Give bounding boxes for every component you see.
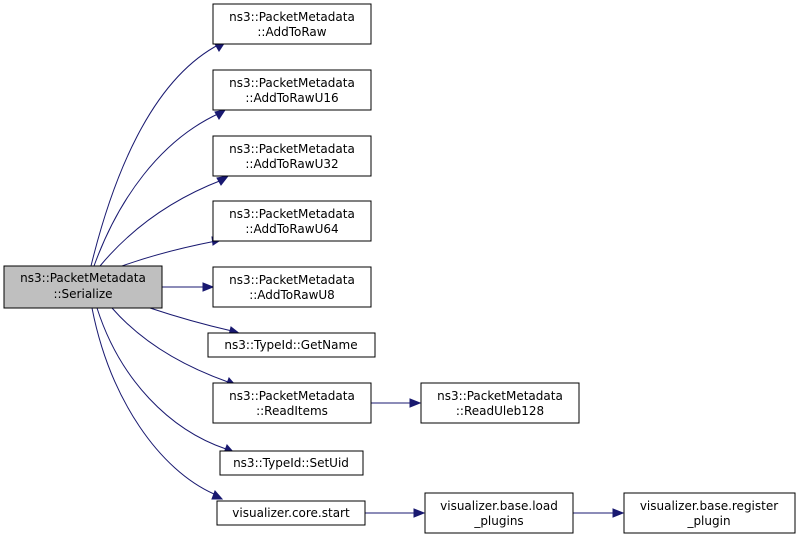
edge-serialize-getname (149, 307, 233, 332)
edge-serialize-addtoraw (90, 43, 221, 267)
edge-serialize-addtorawu32 (99, 179, 223, 267)
node-addtorawu64-line-2: ::AddToRawU64 (245, 222, 338, 236)
node-loadplugins[interactable]: visualizer.base.load _plugins (424, 492, 574, 534)
edge-serialize-setuid (96, 307, 227, 450)
node-serialize[interactable]: ns3::PacketMetadata ::Serialize (3, 265, 163, 309)
arrow-addtorawu32 (216, 175, 230, 186)
node-addtorawu32-line-1: ns3::PacketMetadata (229, 142, 355, 156)
edge-serialize-addtorawu64 (121, 240, 217, 267)
node-readuleb128[interactable]: ns3::PacketMetadata ::ReadUleb128 (420, 382, 580, 424)
node-addtorawu8-line-2: ::AddToRawU8 (249, 288, 335, 302)
node-registerplugin[interactable]: visualizer.base.register _plugin (623, 492, 796, 534)
node-loadplugins-line-2: _plugins (473, 514, 523, 528)
nodes-layer: ns3::PacketMetadata ::Serialize ns3::Pac… (3, 3, 796, 534)
node-addtorawu32-line-2: ::AddToRawU32 (245, 157, 338, 171)
node-registerplugin-line-2: _plugin (686, 514, 730, 528)
node-addtorawu64-line-1: ns3::PacketMetadata (229, 207, 355, 221)
arrow-addtorawu16 (214, 109, 227, 120)
node-addtoraw[interactable]: ns3::PacketMetadata ::AddToRaw (212, 3, 372, 45)
edge-serialize-addtorawu16 (93, 112, 221, 267)
node-readuleb128-line-2: ::ReadUleb128 (456, 404, 544, 418)
node-addtorawu32[interactable]: ns3::PacketMetadata ::AddToRawU32 (212, 135, 372, 177)
arrow-loadplugins (413, 508, 426, 518)
node-corestart-line-1: visualizer.core.start (232, 506, 350, 520)
node-addtorawu64[interactable]: ns3::PacketMetadata ::AddToRawU64 (212, 200, 372, 242)
node-readuleb128-line-1: ns3::PacketMetadata (437, 389, 563, 403)
node-addtoraw-line-2: ::AddToRaw (257, 25, 326, 39)
node-corestart[interactable]: visualizer.core.start (216, 500, 366, 526)
node-setuid-line-1: ns3::TypeId::SetUid (233, 456, 349, 470)
node-serialize-line-2: ::Serialize (53, 287, 112, 301)
node-addtoraw-line-1: ns3::PacketMetadata (229, 10, 355, 24)
arrow-addtorawu8 (202, 282, 215, 292)
node-addtorawu16-line-2: ::AddToRawU16 (245, 91, 338, 105)
arrow-registerplugin (612, 508, 625, 518)
edge-serialize-readitems (111, 307, 229, 383)
node-addtorawu16-line-1: ns3::PacketMetadata (229, 76, 355, 90)
node-addtorawu16[interactable]: ns3::PacketMetadata ::AddToRawU16 (212, 69, 372, 111)
node-readitems-line-1: ns3::PacketMetadata (229, 389, 355, 403)
node-getname-line-1: ns3::TypeId::GetName (224, 338, 357, 352)
node-addtorawu8-line-1: ns3::PacketMetadata (229, 273, 355, 287)
node-getname[interactable]: ns3::TypeId::GetName (207, 332, 376, 358)
node-readitems[interactable]: ns3::PacketMetadata ::ReadItems (212, 382, 372, 424)
node-registerplugin-line-1: visualizer.base.register (640, 499, 778, 513)
node-serialize-line-1: ns3::PacketMetadata (20, 271, 146, 285)
node-setuid[interactable]: ns3::TypeId::SetUid (219, 450, 364, 476)
edge-serialize-corestart (91, 307, 215, 495)
arrow-readuleb128 (409, 398, 422, 408)
node-readitems-line-2: ::ReadItems (256, 404, 328, 418)
arrow-corestart (211, 490, 224, 500)
node-loadplugins-line-1: visualizer.base.load (440, 499, 558, 513)
node-addtorawu8[interactable]: ns3::PacketMetadata ::AddToRawU8 (212, 266, 372, 308)
